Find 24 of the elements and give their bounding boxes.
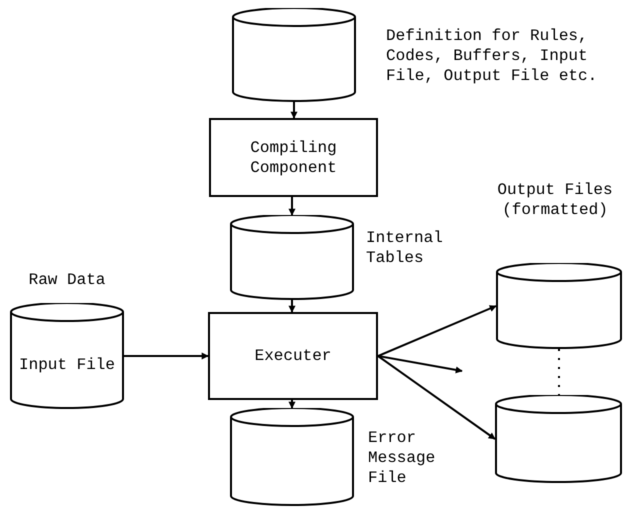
node-caption: Output Files (formatted)	[496, 180, 614, 220]
arrow	[288, 197, 296, 216]
arrow	[288, 400, 296, 409]
arrow	[378, 355, 463, 374]
storage-cylinder	[232, 8, 356, 102]
arrow	[288, 300, 296, 313]
process-box	[208, 312, 378, 400]
arrow	[290, 102, 298, 119]
node-label: Executer	[254, 346, 332, 366]
arrow	[378, 305, 497, 357]
process-box	[209, 118, 378, 197]
storage-cylinder	[230, 215, 354, 300]
node-label: Input File	[18, 355, 115, 375]
node-caption: Error Message File	[368, 428, 436, 488]
node-label: Compiling Component	[249, 138, 338, 178]
arrow	[124, 352, 209, 360]
storage-cylinder	[496, 263, 622, 349]
node-caption: Definition for Rules, Codes, Buffers, Input File, Output File etc.	[386, 26, 598, 86]
node-caption: Raw Data	[28, 270, 106, 290]
node-caption: Internal Tables	[366, 228, 444, 268]
storage-cylinder	[495, 395, 622, 483]
storage-cylinder	[230, 408, 354, 506]
arrow	[377, 355, 496, 440]
storage-cylinder	[10, 303, 124, 409]
